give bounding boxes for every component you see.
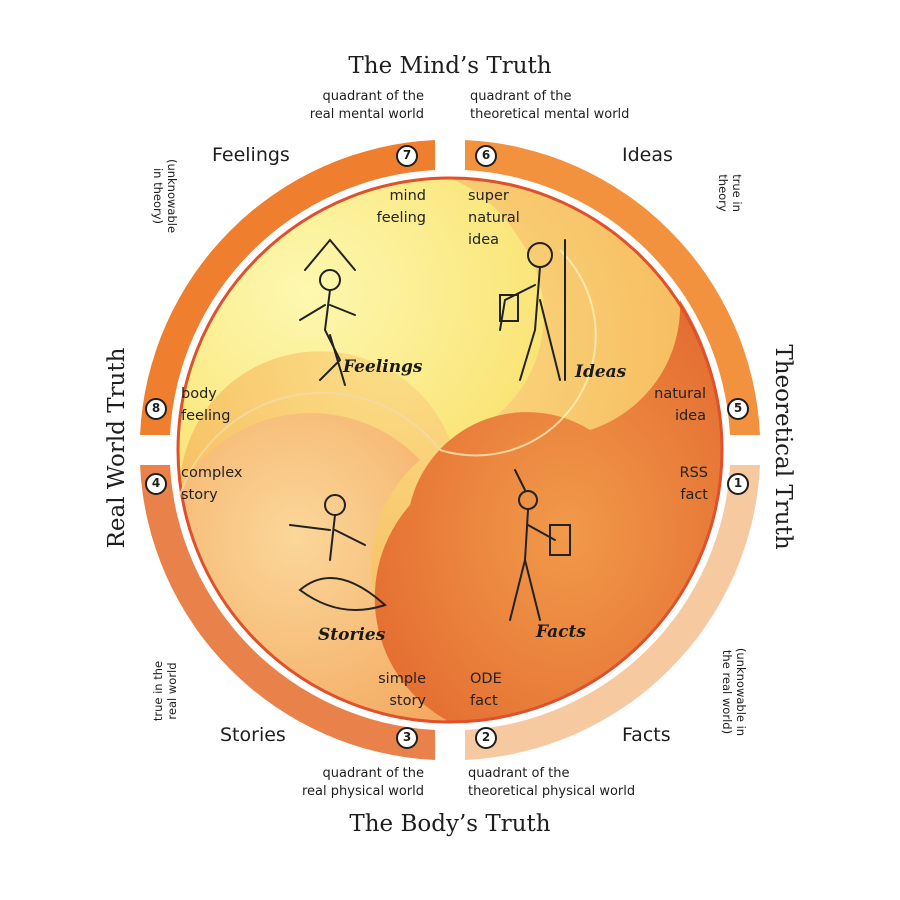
quadrant-name-facts: Facts — [622, 724, 671, 746]
note-bottom-left: quadrant of the real physical world — [302, 766, 424, 799]
note-top-right: quadrant of the theoretical mental world — [470, 89, 630, 122]
caption-ideas: Ideas — [575, 362, 627, 382]
axis-top-title: The Mind’s Truth — [348, 53, 552, 79]
caption-stories: Stories — [318, 625, 386, 645]
feelings-figure — [299, 238, 356, 386]
label-ode-fact: ODE fact — [470, 671, 502, 709]
quadrant-name-feelings: Feelings — [212, 144, 290, 166]
axis-bottom-title: The Body’s Truth — [349, 811, 551, 837]
note-bottom-right: quadrant of the theoretical physical wor… — [468, 766, 636, 799]
facts-region — [374, 300, 723, 722]
side-note-top-right: true in theory — [716, 174, 744, 212]
ring-top-left — [140, 140, 435, 435]
badge-7: 7 — [396, 145, 418, 167]
feelings-region — [178, 178, 544, 500]
caption-facts: Facts — [536, 622, 586, 642]
label-rss-fact: RSS fact — [679, 465, 708, 503]
axis-left-title: Real World Truth — [104, 347, 130, 549]
badge-3: 3 — [396, 727, 418, 749]
axis-right-title: Theoretical Truth — [770, 344, 796, 550]
badge-4: 4 — [145, 473, 167, 495]
label-simple-story: simple story — [378, 671, 426, 709]
side-note-bottom-left: true in the real world — [151, 660, 179, 722]
facts-figure — [509, 469, 571, 621]
badge-5: 5 — [727, 398, 749, 420]
inner-disk — [176, 176, 724, 724]
stories-region — [180, 413, 470, 723]
label-complex-story: complex story — [181, 465, 243, 503]
note-top-left: quadrant of the real mental world — [309, 89, 424, 122]
label-super-natural-idea: super natural idea — [468, 188, 520, 248]
label-natural-idea: natural idea — [654, 386, 706, 424]
caption-feelings: Feelings — [343, 357, 423, 377]
side-note-bottom-right: (unknowable in the real world) — [720, 647, 748, 737]
stories-figure — [289, 494, 387, 611]
badge-8: 8 — [145, 398, 167, 420]
side-note-top-left: (unknowable in theory) — [151, 158, 179, 234]
badge-2: 2 — [475, 727, 497, 749]
quadrant-name-stories: Stories — [220, 724, 286, 746]
label-body-feeling: body feeling — [181, 386, 231, 424]
badge-6: 6 — [475, 145, 497, 167]
badge-1: 1 — [727, 473, 749, 495]
ideas-figure — [499, 239, 566, 381]
quadrant-name-ideas: Ideas — [622, 144, 673, 166]
disk-outline — [176, 176, 724, 724]
label-mind-feeling: mind feeling — [376, 188, 426, 226]
